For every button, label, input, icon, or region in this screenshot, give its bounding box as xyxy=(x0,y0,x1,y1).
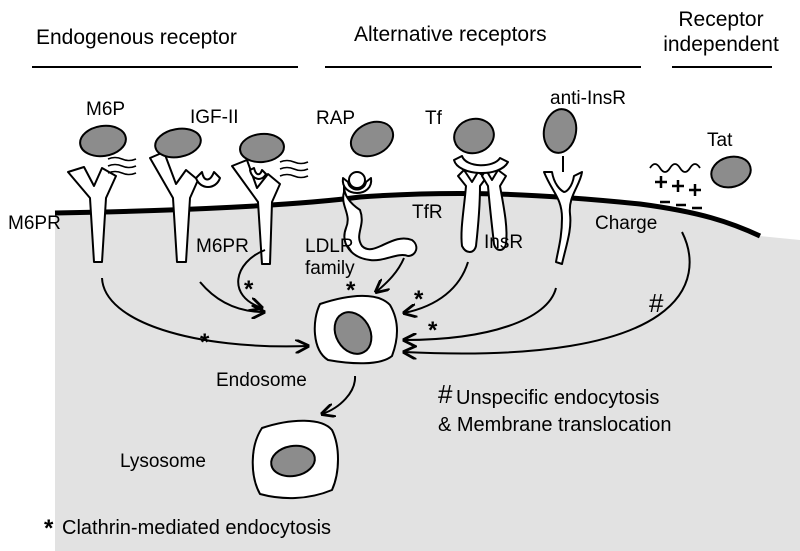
header-receptor-independent-2: independent xyxy=(663,33,779,56)
label-charge: Charge xyxy=(595,213,657,234)
legend-star-symbol: * xyxy=(44,515,54,542)
header-receptor-independent-1: Receptor xyxy=(678,8,763,31)
label-anti-insr: anti-InsR xyxy=(550,88,626,109)
plasma-membrane xyxy=(54,190,762,239)
label-lysosome: Lysosome xyxy=(120,451,206,472)
tat-charge-interaction xyxy=(649,155,752,210)
legend-unspecific-line1: Unspecific endocytosis xyxy=(456,387,659,409)
header-alternative-receptors: Alternative receptors xyxy=(354,23,547,46)
m6pr-receptor-1 xyxy=(67,124,137,263)
label-tat: Tat xyxy=(707,130,733,151)
marker-star-m6pr-left: * xyxy=(200,329,210,356)
label-m6p: M6P xyxy=(86,99,125,120)
insulin-receptor xyxy=(542,108,583,265)
m6pr-receptor-2 xyxy=(149,127,221,263)
m6pr-receptor-3 xyxy=(231,132,309,265)
header-endogenous-receptor: Endogenous receptor xyxy=(36,26,237,49)
marker-star-insr: * xyxy=(428,317,438,344)
pathway-arrow-m6pr-left xyxy=(101,277,308,346)
label-insr: InsR xyxy=(484,232,523,253)
marker-star-ldlr: * xyxy=(346,277,356,304)
label-m6pr-left: M6PR xyxy=(8,213,61,234)
pathway-arrow-tfr xyxy=(404,261,469,313)
legend-unspecific-line2: & Membrane translocation xyxy=(438,414,671,436)
pathway-arrow-charge xyxy=(404,231,691,354)
label-igf-ii: IGF-II xyxy=(190,107,239,128)
label-tf: Tf xyxy=(425,108,443,129)
pathway-arrow-endosome-to-lysosome xyxy=(322,375,357,414)
label-tfr: TfR xyxy=(412,202,443,223)
marker-star-tfr: * xyxy=(414,286,424,313)
pathway-arrow-ldlr xyxy=(376,257,405,292)
endosome xyxy=(313,294,398,365)
cytoplasm-region xyxy=(55,193,800,551)
marker-star-m6pr-mid: * xyxy=(244,276,254,303)
label-ldlr-family: family xyxy=(305,258,355,279)
label-ldlr: LDLR xyxy=(305,236,354,257)
label-rap: RAP xyxy=(316,108,355,129)
marker-hash-charge: # xyxy=(649,288,664,318)
pathway-arrow-m6pr-right xyxy=(237,249,265,308)
ldlr-family-receptor xyxy=(341,120,418,262)
pathway-arrow-insr xyxy=(404,287,557,340)
label-m6pr-mid: M6PR xyxy=(196,236,249,257)
transferrin-receptor xyxy=(453,117,509,253)
lysosome xyxy=(251,419,339,500)
legend-clathrin: Clathrin-mediated endocytosis xyxy=(62,517,331,539)
label-endosome: Endosome xyxy=(216,370,307,391)
legend-hash-symbol: # xyxy=(438,379,453,409)
